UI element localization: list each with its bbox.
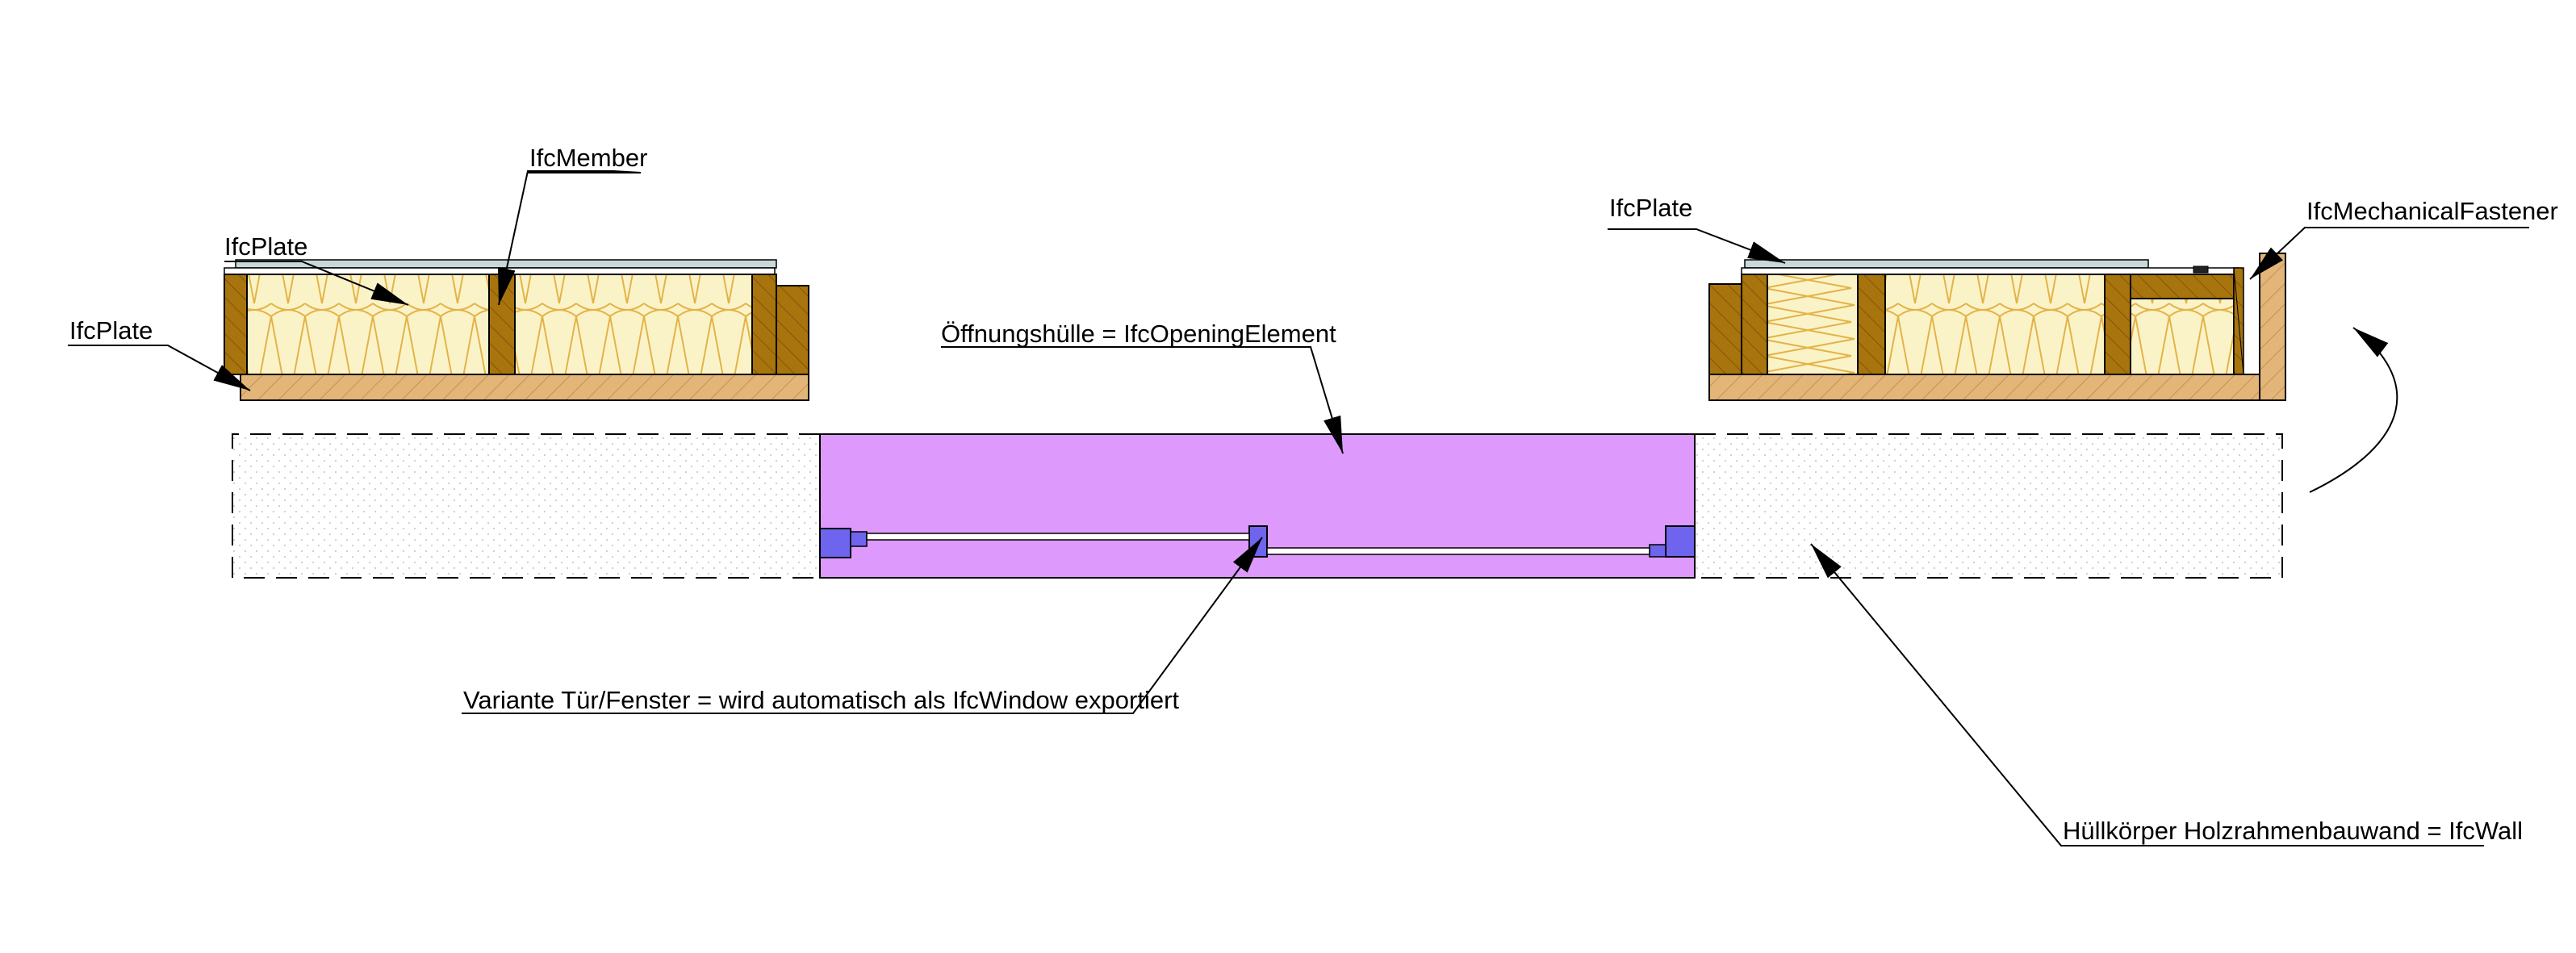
window-element [819,525,1696,558]
label-wall: Hüllkörper Holzrahmenbauwand = IfcWall [2063,817,2523,845]
right-wall-section [1708,253,2286,401]
leader-lines [68,170,2529,846]
label-window: Variante Tür/Fenster = wird automatisch … [463,686,1179,714]
left-wall-section [224,259,809,401]
label-fastener: IfcMechanicalFastener [2306,197,2558,225]
label-plate-left-outer: IfcPlate [69,316,153,345]
curved-arrow [2309,327,2398,493]
label-plate-left-inner: IfcPlate [224,232,307,261]
label-member: IfcMember [529,144,647,172]
label-opening: Öffnungshülle = IfcOpeningElement [941,320,1336,348]
wall-envelope [232,433,2283,579]
label-plate-right: IfcPlate [1609,194,1692,222]
